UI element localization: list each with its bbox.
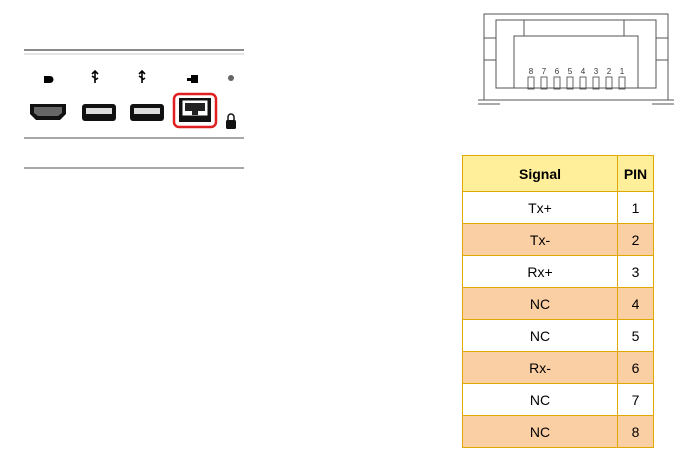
signal-cell: NC — [462, 415, 618, 448]
hdmi-port-icon — [30, 104, 66, 120]
signal-cell: Tx- — [462, 223, 618, 256]
hdmi-label-icon — [44, 76, 54, 83]
signal-cell: NC — [462, 287, 618, 320]
pin-contact — [540, 76, 548, 90]
pin-number-label: 3 — [594, 67, 599, 76]
pin-number-label: 7 — [542, 67, 547, 76]
table-row: Rx+3 — [462, 255, 654, 288]
signal-cell: Rx- — [462, 351, 618, 384]
table-row: Tx+1 — [462, 191, 654, 224]
pin-cell: 4 — [617, 287, 654, 320]
pin-cell: 8 — [617, 415, 654, 448]
usb-port-icon — [130, 104, 164, 121]
signal-cell: NC — [462, 383, 618, 416]
lan-port-icon — [172, 92, 218, 129]
pin-number-label: 4 — [581, 67, 586, 76]
pin-number-label: 6 — [555, 67, 560, 76]
signal-cell: NC — [462, 319, 618, 352]
pin-contacts — [527, 76, 626, 90]
indicator-dot-icon — [228, 75, 234, 81]
pin-number-label: 2 — [607, 67, 612, 76]
usb-port-icon — [82, 104, 116, 121]
pin-contact — [592, 76, 600, 90]
signal-cell: Tx+ — [462, 191, 618, 224]
lock-icon — [226, 113, 236, 129]
pin-contact — [618, 76, 626, 90]
pin-cell: 3 — [617, 255, 654, 288]
pin-contact — [579, 76, 587, 90]
lan-label-icon — [187, 75, 198, 83]
usb-label-icon — [138, 69, 146, 83]
table-row: Tx-2 — [462, 223, 654, 256]
io-panel-figure — [24, 49, 244, 169]
pin-contact — [566, 76, 574, 90]
pin-number-label: 1 — [620, 67, 625, 76]
pin-cell: 7 — [617, 383, 654, 416]
table-row: Rx-6 — [462, 351, 654, 384]
pin-number-label: 5 — [568, 67, 573, 76]
pin-contact — [553, 76, 561, 90]
pin-cell: 1 — [617, 191, 654, 224]
pin-column-header: PIN — [617, 155, 654, 192]
table-header-row: Signal PIN — [462, 155, 654, 192]
usb-label-icon — [91, 69, 99, 83]
pin-cell: 2 — [617, 223, 654, 256]
pin-cell: 6 — [617, 351, 654, 384]
signal-cell: Rx+ — [462, 255, 618, 288]
signal-column-header: Signal — [462, 155, 618, 192]
pin-number-label: 8 — [529, 67, 534, 76]
pin-contact — [605, 76, 613, 90]
pin-cell: 5 — [617, 319, 654, 352]
pin-contact — [527, 76, 535, 90]
